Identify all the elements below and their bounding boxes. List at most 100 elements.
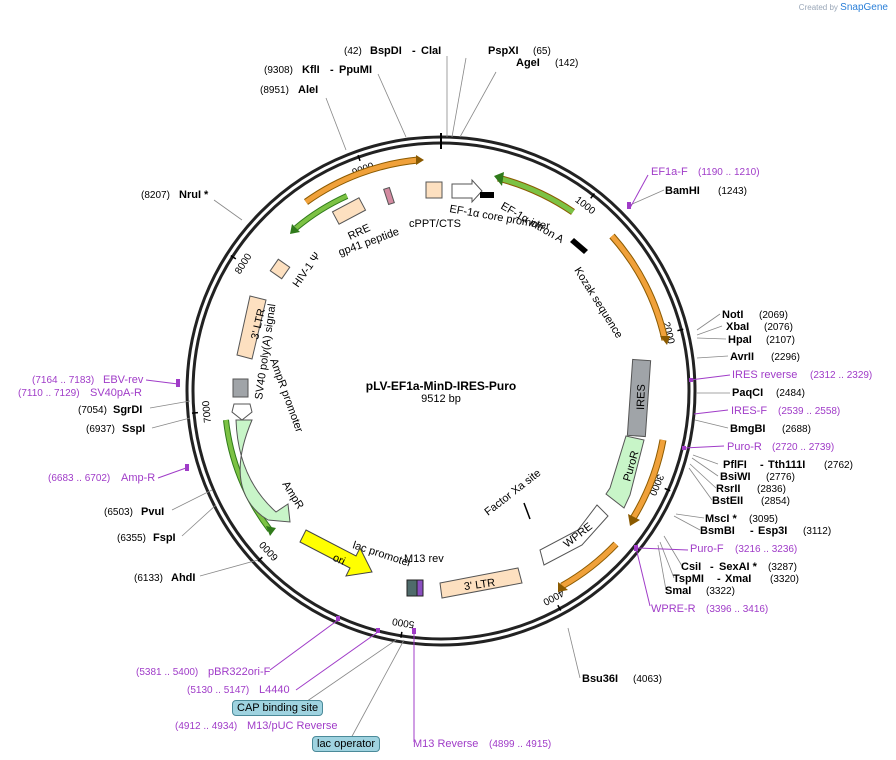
primer-amp-r[interactable]: Amp-R — [121, 472, 155, 484]
factor-xa-mark[interactable] — [523, 502, 531, 520]
tick-mark — [664, 487, 671, 492]
primer-puro-r[interactable]: Puro-R — [727, 441, 762, 453]
puror-feature[interactable]: PuroR — [605, 435, 645, 509]
site-pos-bsteii: (2854) — [761, 496, 790, 507]
ires-feature[interactable]: IRES — [626, 358, 652, 438]
site-clai[interactable]: ClaI — [421, 45, 441, 57]
ef1a-core-feature[interactable] — [451, 178, 483, 204]
site-noti[interactable]: NotI — [722, 309, 743, 321]
site-pos-bmgbi: (2688) — [782, 424, 811, 435]
site-sspi[interactable]: SspI — [122, 423, 145, 435]
site-bsiwi[interactable]: BsiWI — [720, 471, 751, 483]
site-pvui[interactable]: PvuI — [141, 506, 164, 518]
ef1a-core-black-mark — [480, 192, 494, 198]
primer-sv40pa-r[interactable]: SV40pA-R — [90, 387, 142, 399]
plasmid-name: pLV-EF1a-MinD-IRES-Puro — [366, 379, 516, 393]
lac-region[interactable] — [406, 579, 424, 597]
ires-label: IRES — [635, 384, 648, 410]
site-fspi[interactable]: FspI — [153, 532, 176, 544]
ltr3-bottom-feature[interactable]: 3' LTR — [439, 567, 523, 599]
site-ppumi-dash: - — [330, 64, 334, 76]
rre-feature[interactable] — [331, 197, 367, 225]
site-pos-fspi: (6355) — [117, 533, 146, 544]
primer-puro-f[interactable]: Puro-F — [690, 543, 724, 555]
site-pos-sspi: (6937) — [86, 424, 115, 435]
site-msci[interactable]: MscI * — [705, 513, 738, 525]
primer-ires-f[interactable]: IRES-F — [731, 405, 767, 417]
primer-wpre-r[interactable]: WPRE-R — [651, 603, 696, 615]
primer-range-pbr322ori-f: (5381 .. 5400) — [136, 667, 198, 678]
cap-binding-site-pill[interactable]: CAP binding site — [232, 700, 324, 716]
primer-m13-reverse[interactable]: M13 Reverse — [413, 738, 478, 750]
site-xbai[interactable]: XbaI — [726, 321, 749, 333]
site-bsmbi[interactable]: BsmBI — [700, 525, 735, 537]
tick-mark — [677, 328, 684, 332]
primer-pbr322ori-f[interactable]: pBR322ori-F — [208, 666, 271, 678]
site-avrii[interactable]: AvrII — [730, 351, 754, 363]
site-kfli[interactable]: KflI — [302, 64, 320, 76]
hiv-psi-feature[interactable] — [269, 258, 291, 280]
site-alei[interactable]: AleI — [298, 84, 318, 96]
sv40-feature[interactable] — [232, 378, 249, 398]
cppt-feature[interactable] — [425, 181, 443, 199]
ori-feature[interactable]: ori — [299, 529, 373, 577]
site-ppumi[interactable]: PpuMI — [339, 64, 372, 76]
site-pos-xbai: (2076) — [764, 322, 793, 333]
site-nrui[interactable]: NruI * — [179, 189, 209, 201]
site-bsu36i[interactable]: Bsu36I — [582, 673, 618, 685]
tick-mark — [191, 411, 199, 414]
site-sexai[interactable]: SexAI * — [719, 561, 758, 573]
site-rsrii[interactable]: RsrII — [716, 483, 740, 495]
site-pos-pvui: (6503) — [104, 507, 133, 518]
site-bsteii[interactable]: BstEII — [712, 495, 743, 507]
site-pos-csii: (3287) — [768, 562, 797, 573]
site-hpai[interactable]: HpaI — [728, 334, 752, 346]
site-pos-tspmi: (3320) — [770, 574, 799, 585]
tick-mark — [590, 193, 595, 199]
site-bspdi[interactable]: BspDI — [370, 45, 402, 57]
tick-label: 8000 — [233, 251, 255, 276]
site-paqci[interactable]: PaqCI — [732, 387, 763, 399]
site-sgrdi[interactable]: SgrDI — [113, 404, 142, 416]
primer-range-ires-f: (2539 .. 2558) — [778, 406, 840, 417]
hiv-psi-label: HIV-1 Ψ — [291, 250, 324, 289]
tick-mark — [357, 154, 361, 162]
cppt-label: cPPT/CTS — [409, 218, 461, 230]
primer-lines — [145, 174, 731, 742]
site-tspmi[interactable]: TspMI — [673, 573, 704, 585]
primer-labels: EF1a-F (1190 .. 1210) IRES reverse (2312… — [18, 166, 872, 750]
wpre-feature[interactable]: WPRE — [539, 504, 609, 566]
site-smai[interactable]: SmaI — [665, 585, 691, 597]
site-tth111i-dash: - — [760, 459, 764, 471]
site-pos-smai: (3322) — [706, 586, 735, 597]
primer-l4440[interactable]: L4440 — [259, 684, 290, 696]
site-pspxi[interactable]: PspXI — [488, 45, 519, 57]
lac-operator-pill[interactable]: lac operator — [312, 736, 381, 752]
site-agei[interactable]: AgeI — [516, 57, 540, 69]
site-pos-agei: (142) — [555, 58, 578, 69]
site-bmgbi[interactable]: BmgBI — [730, 423, 765, 435]
primer-range-puro-f: (3216 .. 3236) — [735, 544, 797, 555]
tick-mark — [230, 255, 237, 260]
ires-orange-arrow[interactable] — [609, 233, 669, 341]
site-esp3i[interactable]: Esp3I — [758, 525, 787, 537]
credit-prefix: Created by — [798, 3, 838, 12]
tick-label: 7000 — [201, 400, 214, 424]
site-xmai[interactable]: XmaI — [725, 573, 751, 585]
site-sexai-dash: - — [710, 561, 714, 573]
primer-ef1a-f[interactable]: EF1a-F — [651, 166, 688, 178]
site-tth111i[interactable]: Tth111I — [768, 459, 805, 471]
tick-mark — [257, 556, 263, 562]
gp41-feature[interactable] — [383, 186, 395, 206]
primer-m13-puc-reverse[interactable]: M13/pUC Reverse — [247, 720, 337, 732]
kozak-feature[interactable] — [570, 238, 588, 254]
site-ahdi[interactable]: AhdI — [171, 572, 195, 584]
site-pflfi[interactable]: PflFI — [723, 459, 747, 471]
site-csii[interactable]: CsiI — [681, 561, 701, 573]
site-bamhi[interactable]: BamHI — [665, 185, 700, 197]
site-pos-bsmbi: (3112) — [803, 526, 831, 537]
ampr-promoter-box[interactable] — [231, 403, 253, 421]
primer-ires-reverse[interactable]: IRES reverse — [732, 369, 797, 381]
primer-ebv-rev[interactable]: EBV-rev — [103, 374, 144, 386]
primer-range-ires-reverse: (2312 .. 2329) — [810, 370, 872, 381]
